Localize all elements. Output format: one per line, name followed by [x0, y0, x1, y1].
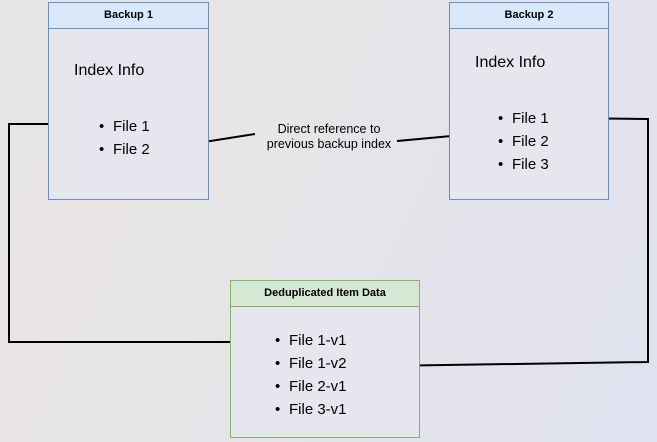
- node-backup-1-body: Index Info File 1 File 2: [49, 29, 208, 199]
- node-deduplicated-item-data-header: Deduplicated Item Data: [231, 281, 419, 307]
- list-item: File 1: [498, 107, 549, 130]
- list-item: File 1: [99, 115, 150, 138]
- edge-label-direct-reference: Direct reference to previous backup inde…: [250, 122, 408, 152]
- edge-label-line-2: previous backup index: [266, 137, 392, 151]
- list-item: File 2: [99, 138, 150, 161]
- list-item: File 2-v1: [275, 375, 347, 398]
- node-deduplicated-item-list: File 1-v1 File 1-v2 File 2-v1 File 3-v1: [275, 329, 347, 421]
- list-item: File 2: [498, 130, 549, 153]
- node-backup-2[interactable]: Backup 2 Index Info File 1 File 2 File 3: [449, 2, 609, 200]
- node-deduplicated-item-data-body: File 1-v1 File 1-v2 File 2-v1 File 3-v1: [231, 307, 419, 437]
- node-deduplicated-item-data[interactable]: Deduplicated Item Data File 1-v1 File 1-…: [230, 280, 420, 438]
- node-backup-1-item-list: File 1 File 2: [99, 115, 150, 161]
- list-item: File 1-v2: [275, 352, 347, 375]
- edge-label-line-1: Direct reference to: [277, 122, 381, 136]
- node-backup-1-title: Index Info: [74, 62, 145, 79]
- node-backup-2-body: Index Info File 1 File 2 File 3: [450, 29, 608, 199]
- node-backup-2-header: Backup 2: [450, 3, 608, 29]
- node-backup-2-title: Index Info: [475, 54, 546, 71]
- node-backup-2-item-list: File 1 File 2 File 3: [498, 107, 549, 176]
- list-item: File 3: [498, 153, 549, 176]
- list-item: File 1-v1: [275, 329, 347, 352]
- list-item: File 3-v1: [275, 398, 347, 421]
- node-backup-1[interactable]: Backup 1 Index Info File 1 File 2: [48, 2, 209, 200]
- node-backup-1-header: Backup 1: [49, 3, 208, 29]
